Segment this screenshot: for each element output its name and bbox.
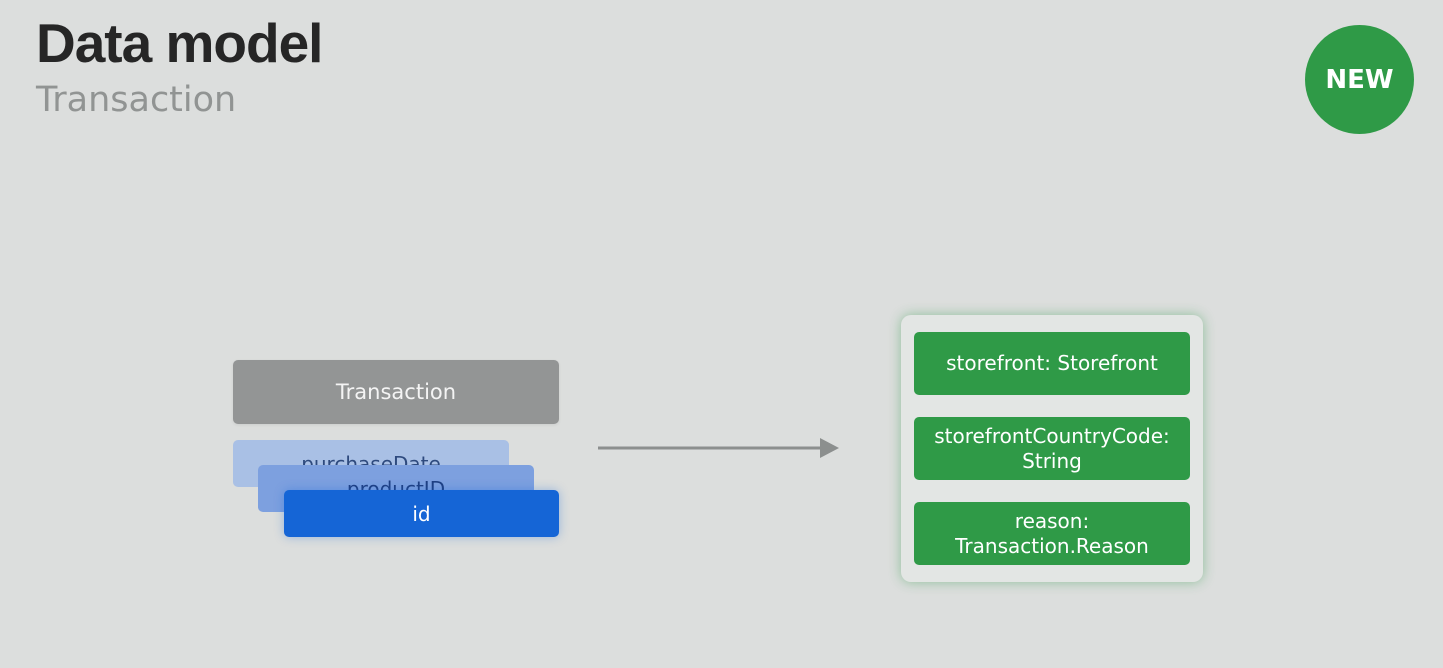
new-property-storefront-country-code: storefrontCountryCode: String bbox=[914, 417, 1190, 480]
new-property-reason: reason: Transaction.Reason bbox=[914, 502, 1190, 565]
new-property-reason-line1: reason: bbox=[1014, 508, 1090, 533]
new-property-storefront: storefront: Storefront bbox=[914, 332, 1190, 395]
new-property-storefront-line1: storefront: Storefront bbox=[946, 351, 1158, 375]
transaction-type-box: Transaction bbox=[233, 360, 559, 424]
new-badge: NEW bbox=[1305, 25, 1414, 134]
page-subtitle: Transaction bbox=[36, 80, 237, 120]
page-title: Data model bbox=[36, 12, 323, 74]
right-arrow-icon bbox=[598, 438, 839, 458]
property-id: id bbox=[284, 490, 559, 537]
new-property-storefront-country-code-line2: String bbox=[1022, 448, 1082, 473]
new-property-storefront-country-code-line1: storefrontCountryCode: bbox=[934, 423, 1170, 448]
new-property-reason-line2: Transaction.Reason bbox=[955, 533, 1149, 558]
